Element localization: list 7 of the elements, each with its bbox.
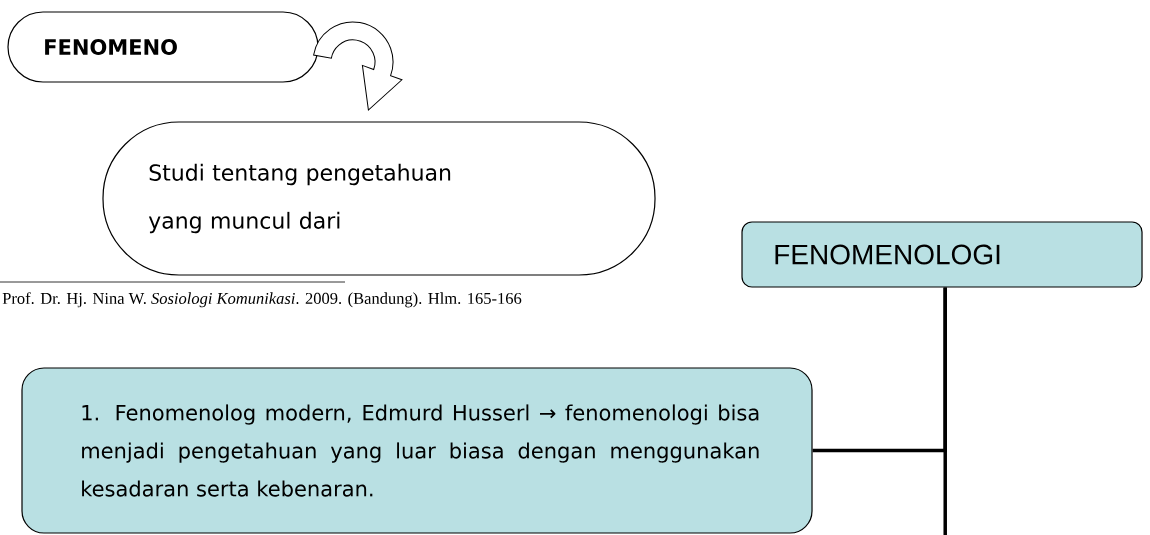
title-box: FENOMENOLOGI	[741, 221, 1143, 288]
pill-box: Studi tentang pengetahuan yang muncul dari	[102, 121, 656, 276]
list-box: 1. Fenomenolog modern, Edmurd Husserl → fenomenologi bisa menjadi pengetahuan yang luar biasa dengan menggunakan kesadaran serta kebenaran.	[21, 367, 813, 534]
connector-line	[943, 287, 947, 535]
footnote: Prof. Dr. Hj. Nina W. Sosiologi Komunikasi. 2009. (Bandung). Hlm. 165-166	[2, 292, 522, 308]
curved-arrow	[313, 21, 403, 111]
pill-box: FENOMENO	[7, 11, 319, 83]
